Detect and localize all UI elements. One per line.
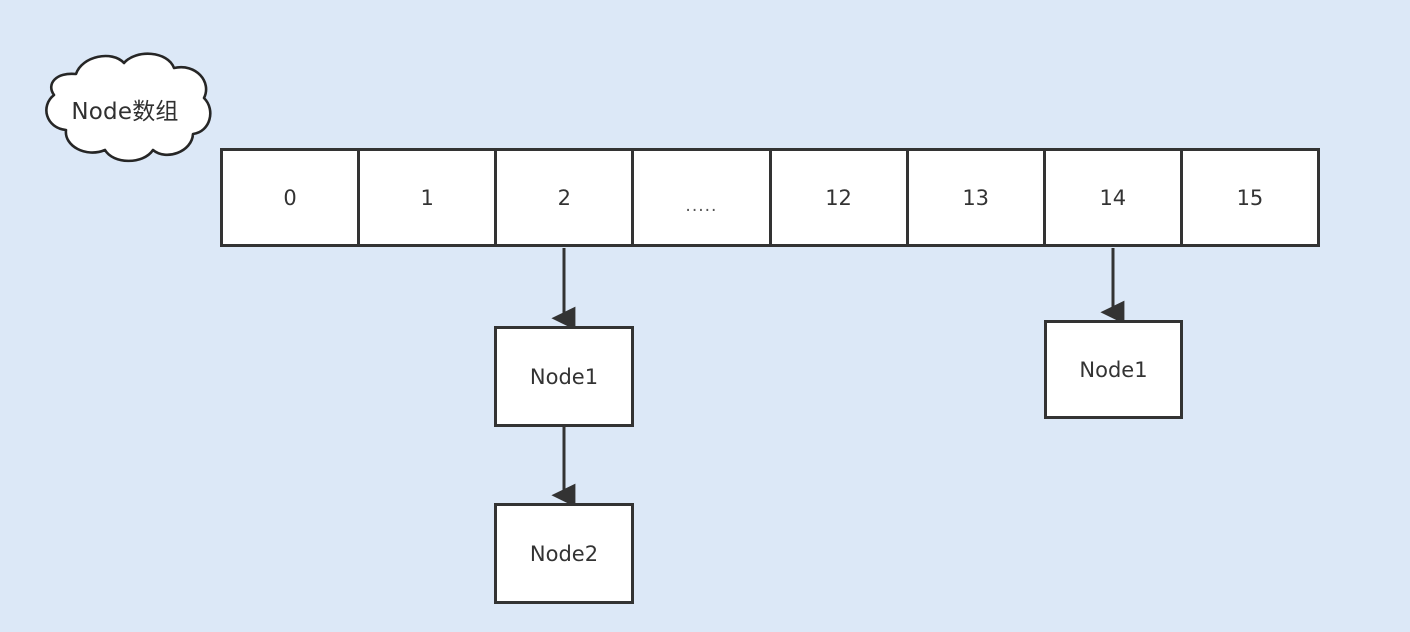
node-box-bucket2-node2[interactable]: Node2 xyxy=(494,503,634,604)
array-cell-1[interactable]: 1 xyxy=(360,151,498,244)
node-box-bucket2-node1[interactable]: Node1 xyxy=(494,326,634,427)
array-cell-13[interactable]: 13 xyxy=(908,151,1046,244)
array-cell-ellipsis[interactable]: ..... xyxy=(634,151,772,244)
array-cell-12[interactable]: 12 xyxy=(771,151,909,244)
array-cell-15[interactable]: 15 xyxy=(1182,151,1317,244)
array-cell-14[interactable]: 14 xyxy=(1045,151,1183,244)
array-cell-2[interactable]: 2 xyxy=(497,151,635,244)
array-cell-0[interactable]: 0 xyxy=(223,151,361,244)
cloud-shape xyxy=(45,52,212,163)
node-box-bucket14-node1[interactable]: Node1 xyxy=(1044,320,1183,419)
node-array: 0 1 2 ..... 12 13 14 15 xyxy=(220,148,1320,247)
